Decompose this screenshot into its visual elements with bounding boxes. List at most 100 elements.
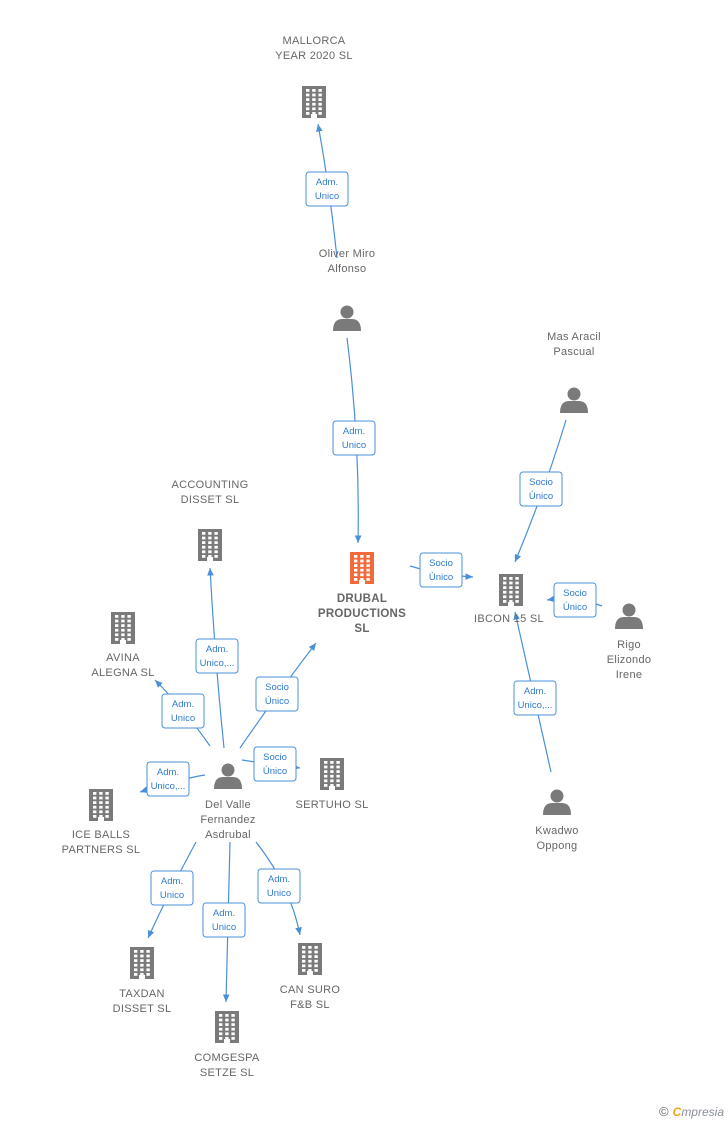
building-icon — [302, 86, 326, 118]
node-ibcon[interactable]: IBCON 15 SL — [474, 574, 544, 625]
person-icon — [543, 789, 571, 815]
node-label-iceballs: PARTNERS SL — [62, 844, 141, 856]
person-icon — [333, 305, 361, 331]
edge-label-text: Adm. — [343, 426, 365, 437]
edge-delvalle-to-taxdan: Adm.Unico — [147, 841, 197, 939]
edge-label-text: Único — [563, 602, 587, 613]
node-label-delvalle: Del Valle — [205, 799, 251, 811]
edge-label-text: Unico — [171, 713, 195, 724]
edge-label-box[interactable]: Adm.Unico,... — [513, 680, 557, 716]
edge-label-text: Único — [529, 491, 553, 502]
node-label-delvalle: Fernandez — [200, 814, 255, 826]
node-label-avina: AVINA — [106, 652, 140, 664]
building-icon — [499, 574, 523, 606]
edge-label-text: Adm. — [268, 874, 290, 885]
edge-label-box[interactable]: Adm.Unico — [305, 171, 349, 207]
node-label-oliver: Alfonso — [328, 263, 367, 275]
building-icon — [89, 789, 113, 821]
node-drubal[interactable]: DRUBAL PRODUCTIONS SL — [318, 552, 406, 635]
edge-label-text: Socio — [263, 752, 287, 763]
node-cansuro[interactable]: CAN SURO F&B SL — [280, 943, 341, 1011]
edge-delvalle-to-comgespa: Adm. Unico — [202, 841, 246, 1003]
building-icon — [130, 947, 154, 979]
edge-label-text: Único — [263, 766, 287, 777]
node-label-drubal: DRUBAL — [337, 593, 387, 605]
person-icon — [560, 387, 588, 413]
edge-oliver-to-drubal: Adm. Unico — [332, 337, 376, 544]
footer-brand: ©Cmpresia — [659, 1104, 724, 1119]
edge-label-text: Unico — [342, 440, 366, 451]
edge-label-text: Adm. — [161, 876, 183, 887]
building-icon — [320, 758, 344, 790]
edge-label-text: Adm. — [213, 908, 235, 919]
node-label-accounting: DISSET SL — [181, 494, 240, 506]
building-icon — [298, 943, 322, 975]
edge-label-text: Socio — [265, 682, 289, 693]
edge-label-text: Unico,... — [151, 781, 186, 792]
edge-label-text: Unico,... — [200, 658, 235, 669]
node-label-rigo: Rigo — [617, 639, 641, 651]
edge-label-box[interactable]: Adm.Unico — [150, 870, 194, 906]
edge-label-box[interactable]: Adm.Unico,... — [195, 638, 239, 674]
building-icon — [350, 552, 374, 584]
node-label-drubal: SL — [354, 623, 369, 635]
node-label-kwadwo: Kwadwo — [535, 825, 578, 837]
node-label-ibcon: IBCON 15 SL — [474, 613, 544, 625]
building-icon — [215, 1011, 239, 1043]
node-iceballs[interactable]: ICE BALLS PARTNERS SL — [62, 789, 141, 856]
edge-label-text: Unico — [212, 922, 236, 933]
edge-label-box[interactable]: Adm.Unico — [257, 868, 301, 904]
edge-label-text: Adm. — [524, 686, 546, 697]
copyright-symbol: © — [659, 1104, 669, 1119]
node-sertuho[interactable]: SERTUHO SL — [295, 758, 368, 811]
node-label-cansuro: CAN SURO — [280, 984, 341, 996]
edge-label-box[interactable]: Adm. Unico,... — [146, 761, 190, 797]
edge-label-text: Único — [429, 572, 453, 583]
edge-delvalle-to-iceballs: Adm. Unico,... — [139, 761, 206, 797]
edge-label-box[interactable]: Adm. Unico — [332, 420, 376, 456]
edge-delvalle-to-avina: Adm.Unico — [154, 679, 211, 747]
node-avina[interactable]: AVINA ALEGNA SL — [91, 612, 154, 679]
edge-delvalle-to-accounting: Adm.Unico,... — [195, 567, 239, 749]
person-icon — [214, 763, 242, 789]
edge-label-text: Socio — [429, 558, 453, 569]
node-label-oliver: Oliver Miro — [319, 248, 375, 260]
node-label-drubal: PRODUCTIONS — [318, 608, 406, 620]
edge-label-box[interactable]: Adm. Unico — [202, 902, 246, 938]
node-comgespa[interactable]: COMGESPA SETZE SL — [194, 1011, 260, 1079]
edge-label-box[interactable]: Adm.Unico — [161, 693, 205, 729]
node-label-cansuro: F&B SL — [290, 999, 330, 1011]
node-label-comgespa: SETZE SL — [200, 1067, 254, 1079]
edge-label-text: Socio — [529, 477, 553, 488]
node-label-rigo: Irene — [616, 669, 643, 681]
node-label-iceballs: ICE BALLS — [72, 829, 130, 841]
node-label-avina: ALEGNA SL — [91, 667, 154, 679]
edge-kwadwo-to-ibcon: Adm.Unico,... — [513, 611, 557, 773]
node-label-mallorca: MALLORCA — [283, 35, 346, 47]
node-label-mas: Mas Aracil — [547, 331, 601, 343]
edge-label-text: Adm. — [157, 767, 179, 778]
node-label-rigo: Elizondo — [607, 654, 652, 666]
node-label-comgespa: COMGESPA — [194, 1052, 260, 1064]
node-label-taxdan: DISSET SL — [113, 1003, 172, 1015]
